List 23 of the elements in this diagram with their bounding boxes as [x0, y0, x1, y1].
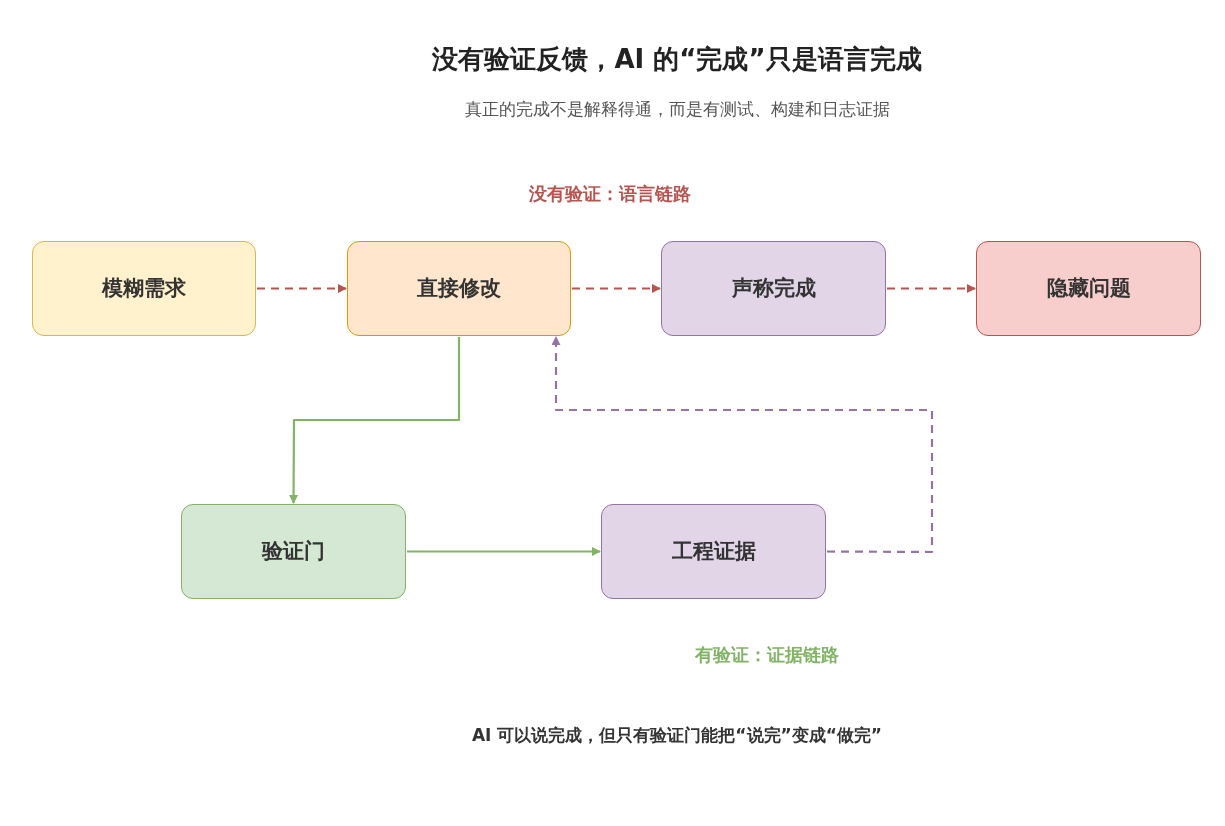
box-label: 隐藏问题 [1046, 274, 1131, 302]
process-box [661, 241, 886, 336]
arrow [407, 547, 601, 556]
arrow [887, 284, 976, 293]
chain-heading: 没有验证：语言链路 [529, 181, 691, 206]
process-box [181, 504, 406, 599]
process-box [976, 241, 1201, 336]
subtitle: 真正的完成不是解释得通，而是有测试、构建和日志证据 [464, 98, 890, 121]
arrow [572, 284, 661, 293]
box-label: 验证门 [262, 537, 325, 565]
chain-heading: 有验证：证据链路 [695, 642, 839, 667]
box-label: 声称完成 [731, 274, 816, 302]
process-box [32, 241, 256, 336]
box-label: 模糊需求 [102, 274, 186, 302]
box-label: 直接修改 [417, 274, 501, 302]
arrow [289, 337, 461, 504]
title: 没有验证反馈，AI 的“完成”只是语言完成 [432, 43, 922, 76]
process-box [601, 504, 826, 599]
process-box [347, 241, 571, 336]
arrow [257, 284, 347, 293]
arrow [551, 336, 934, 554]
box-label: 工程证据 [671, 537, 756, 565]
footer-note: AI 可以说完成，但只有验证门能把“说完”变成“做完” [471, 724, 883, 748]
